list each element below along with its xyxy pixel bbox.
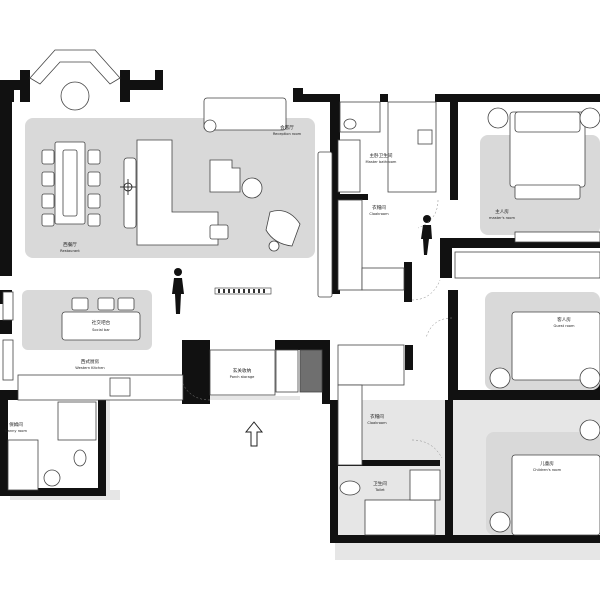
label-children-en: Children's room [533,468,562,472]
furniture [2,49,600,536]
label-reception-cn: 会客厅 [280,124,294,131]
label-toilet-cn: 卫生间 [373,480,387,487]
label-reception-en: Reception room [273,132,302,136]
label-children-cn: 儿童房 [540,460,554,467]
label-nanny-cn: 保姆间 [9,421,23,428]
entrance-arrow-icon [244,421,264,447]
label-master-bath-cn: 主卧卫生间 [370,152,393,159]
label-master-cn: 主人房 [495,208,509,215]
label-master-bath-en: Master bathroom [366,160,397,164]
room-labels: 西餐厅 Restaurant 会客厅 Reception room 主卧卫生间 … [5,124,575,492]
label-social-bar-en: Social bar [92,328,110,332]
label-cloakroom2-cn: 衣帽间 [370,413,384,420]
label-cloakroom2-en: Cloakroom [367,421,387,425]
label-porch-cn: 玄关收纳 [233,367,252,374]
label-restaurant-en: Restaurant [60,249,80,253]
label-nanny-en: Nanny room [5,429,28,433]
door-swings [181,199,453,459]
label-porch-en: Porch storage [230,375,255,379]
label-toilet-en: Toilet [374,488,385,492]
label-western-kitchen-en: Western Kitchen [75,366,104,370]
label-master-en: master's room [489,216,515,220]
label-cloakroom1-en: Cloakroom [369,212,389,216]
person-figure-icon [172,215,432,314]
walls [0,70,600,543]
label-restaurant-cn: 西餐厅 [63,241,77,248]
compass-cross-icon [120,179,136,195]
label-guest-en: Guest room [554,324,575,328]
label-western-kitchen-cn: 西式厨房 [81,358,100,365]
floor-vent [214,287,272,295]
label-cloakroom1-cn: 衣帽间 [372,204,386,211]
label-guest-cn: 客人房 [557,316,571,323]
label-social-bar-cn: 社交吧台 [92,319,111,326]
